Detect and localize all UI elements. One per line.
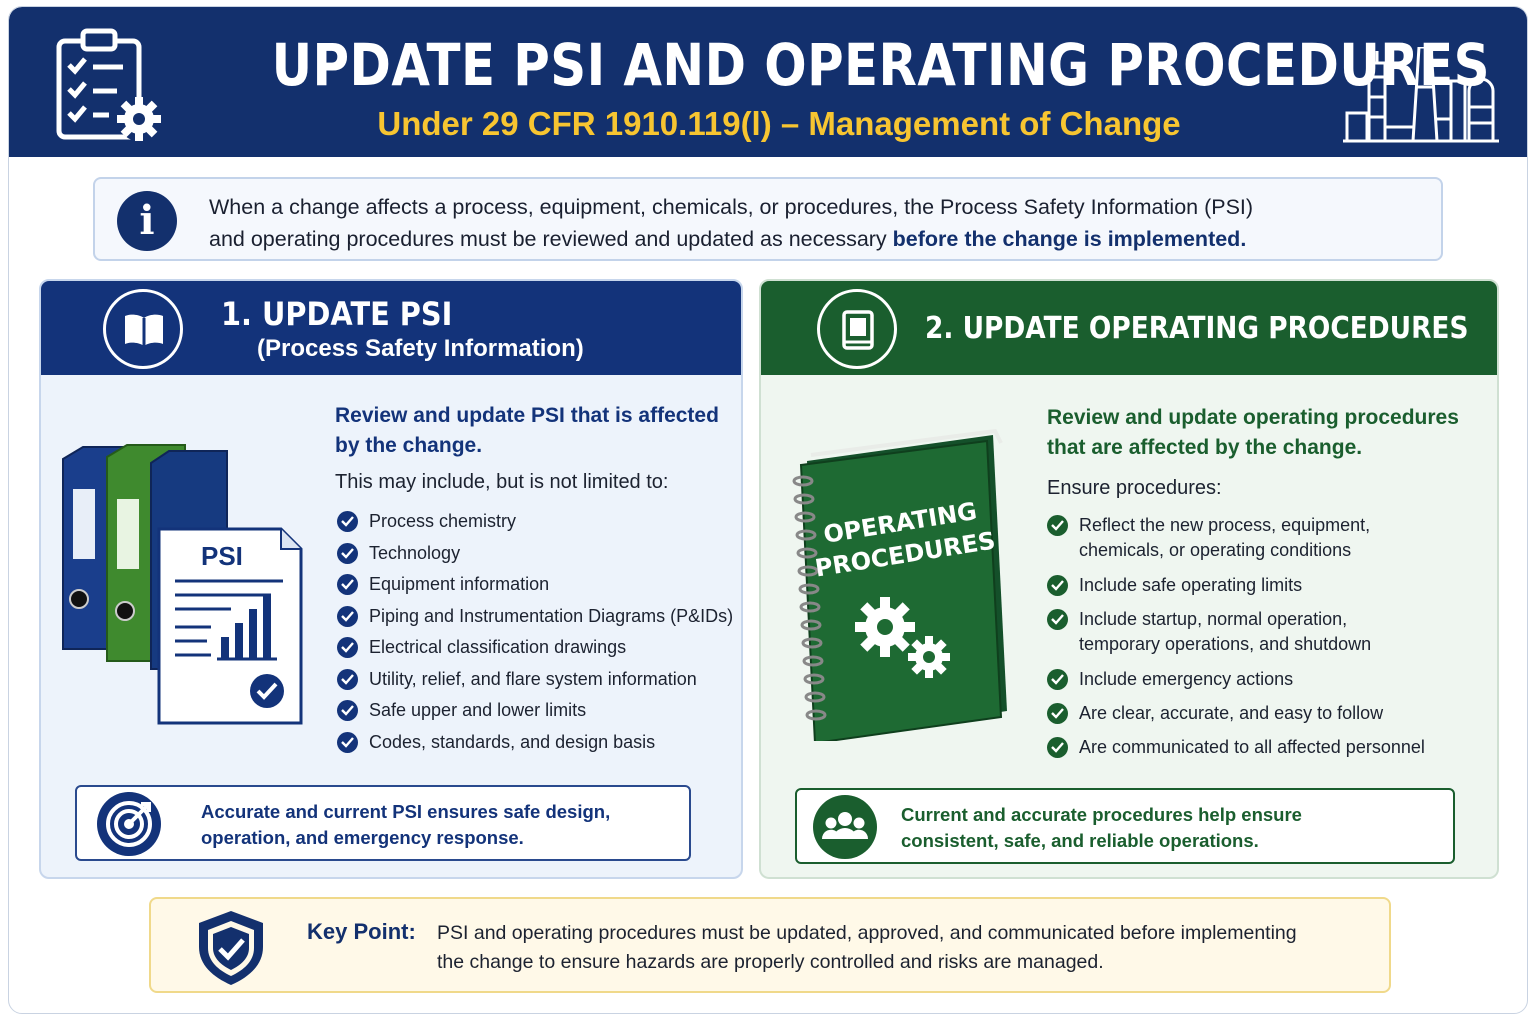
check-icon: [1047, 575, 1068, 596]
check-icon: [1047, 669, 1068, 690]
list-item: Include safe operating limits: [1047, 573, 1487, 597]
info-banner: i When a change affects a process, equip…: [93, 177, 1443, 261]
check-icon: [337, 605, 358, 627]
list-item-label: Equipment information: [369, 574, 550, 594]
key-point-box: Key Point: PSI and operating procedures …: [149, 897, 1391, 993]
psi-checklist: Process chemistry Technology Equipment i…: [337, 509, 733, 761]
list-item-label-continued: temporary operations, and shutdown: [1079, 634, 1372, 654]
check-icon: [1047, 703, 1068, 724]
check-icon: [337, 542, 358, 564]
list-item: Utility, relief, and flare system inform…: [337, 667, 733, 699]
infographic-frame: UPDATE PSI AND OPERATING PROCEDURES Unde…: [8, 6, 1528, 1014]
info-text-line1: When a change affects a process, equipme…: [209, 195, 1254, 219]
list-item: Piping and Instrumentation Diagrams (P&I…: [337, 604, 733, 636]
list-item-label: Electrical classification drawings: [369, 637, 627, 657]
gears-icon: [855, 597, 915, 657]
procedures-panel: 2. UPDATE OPERATING PROCEDURES OPERATING…: [759, 279, 1499, 879]
procedures-callout-line2: consistent, safe, and reliable operation…: [901, 830, 1259, 851]
list-item: Reflect the new process, equipment, chemi…: [1047, 513, 1487, 563]
target-icon: [97, 792, 161, 856]
check-icon: [337, 511, 358, 532]
psi-panel-subtitle: (Process Safety Information): [257, 335, 584, 362]
check-icon: [337, 700, 358, 721]
open-book-icon: [125, 314, 163, 346]
team-people-icon: [813, 795, 877, 859]
list-item-label: Utility, relief, and flare system inform…: [369, 668, 697, 689]
list-item-label: Include emergency actions: [1079, 669, 1294, 689]
procedures-header-badge: [817, 289, 897, 369]
list-item: Electrical classification drawings: [337, 635, 733, 667]
list-item: Include emergency actions: [1047, 667, 1487, 691]
psi-lead-text: Review and update PSI that is affected b…: [335, 404, 719, 457]
key-point-label: Key Point:: [307, 919, 416, 944]
procedures-callout-text: Current and accurate procedures help ens…: [901, 802, 1421, 854]
psi-callout-line2: operation, and emergency response.: [201, 827, 524, 848]
psi-callout-text: Accurate and current PSI ensures safe de…: [201, 799, 671, 851]
key-point-line2: the change to ensure hazards are properl…: [437, 951, 1104, 973]
procedures-panel-title: 2. UPDATE OPERATING PROCEDURES: [925, 311, 1469, 346]
list-item: Include startup, normal operation, tempor…: [1047, 607, 1487, 657]
page-subtitle: Under 29 CFR 1910.119(l) – Management of…: [377, 105, 1181, 142]
list-item-label: Reflect the new process, equipment,: [1079, 515, 1371, 535]
list-item: Are communicated to all affected personn…: [1047, 735, 1487, 759]
list-item-label: Are clear, accurate, and easy to follow: [1079, 703, 1384, 723]
list-item: Safe upper and lower limits: [337, 698, 733, 730]
check-icon: [337, 668, 358, 690]
procedures-panel-header: 2. UPDATE OPERATING PROCEDURES: [761, 281, 1497, 375]
check-icon: [1047, 609, 1068, 630]
procedures-callout-line1: Current and accurate procedures help ens…: [901, 804, 1302, 825]
procedures-callout: Current and accurate procedures help ens…: [795, 788, 1455, 864]
check-icon: [1047, 737, 1068, 758]
refinery-plant-icon: [1343, 47, 1499, 143]
operating-procedures-manual-illustration: OPERATING PROCEDURES: [792, 428, 1007, 741]
list-item-label: Are communicated to all affected personn…: [1079, 737, 1425, 757]
psi-callout: Accurate and current PSI ensures safe de…: [75, 785, 691, 861]
page-title: UPDATE PSI AND OPERATING PROCEDURES: [271, 31, 1491, 99]
key-point-text: PSI and operating procedures must be upd…: [437, 919, 1337, 977]
list-item-label-continued: chemicals, or operating conditions: [1079, 540, 1352, 560]
manual-book-icon: [842, 310, 874, 350]
psi-header-badge: [103, 289, 183, 369]
list-item-label: Process chemistry: [369, 511, 517, 531]
check-icon: [337, 574, 358, 595]
check-icon: [337, 637, 358, 658]
psi-intro-text: This may include, but is not limited to:: [335, 471, 669, 493]
info-text-emphasis: before the change is implemented.: [892, 227, 1247, 251]
psi-panel-title: 1. UPDATE PSI: [221, 295, 453, 333]
list-item-label: Include safe operating limits: [1079, 575, 1303, 595]
psi-document-icon: PSI: [157, 527, 303, 725]
list-item: Codes, standards, and design basis: [337, 730, 733, 762]
list-item-label: Codes, standards, and design basis: [369, 731, 656, 752]
check-icon: [1047, 515, 1068, 536]
psi-binders-illustration: PSI: [62, 444, 303, 725]
list-item: Technology: [337, 541, 733, 573]
list-item: Process chemistry: [337, 509, 733, 541]
info-icon: i: [117, 191, 177, 251]
psi-callout-line1: Accurate and current PSI ensures safe de…: [201, 801, 611, 822]
list-item-label: Technology: [369, 542, 461, 563]
procedures-lead-text: Review and update operating procedures t…: [1047, 406, 1459, 459]
list-item: Are clear, accurate, and easy to follow: [1047, 701, 1487, 725]
clipboard-checklist-gear-icon: [56, 28, 161, 141]
list-item: Equipment information: [337, 572, 733, 604]
psi-panel-header: 1. UPDATE PSI (Process Safety Informatio…: [41, 281, 741, 375]
list-item-label: Include startup, normal operation,: [1079, 609, 1348, 629]
check-icon: [337, 731, 358, 753]
info-text-line2: and operating procedures must be reviewe…: [209, 227, 893, 251]
psi-panel: 1. UPDATE PSI (Process Safety Informatio…: [39, 279, 743, 879]
list-item-label: Piping and Instrumentation Diagrams (P&I…: [369, 605, 734, 626]
key-point-line1: PSI and operating procedures must be upd…: [437, 922, 1297, 944]
list-item-label: Safe upper and lower limits: [369, 700, 587, 720]
info-text: When a change affects a process, equipme…: [209, 191, 1429, 255]
psi-document-label: PSI: [201, 541, 243, 571]
header-banner: UPDATE PSI AND OPERATING PROCEDURES Unde…: [9, 7, 1527, 157]
procedures-intro-text: Ensure procedures:: [1047, 477, 1222, 499]
procedures-checklist: Reflect the new process, equipment, chemi…: [1047, 513, 1487, 769]
shield-check-icon: [199, 911, 263, 985]
